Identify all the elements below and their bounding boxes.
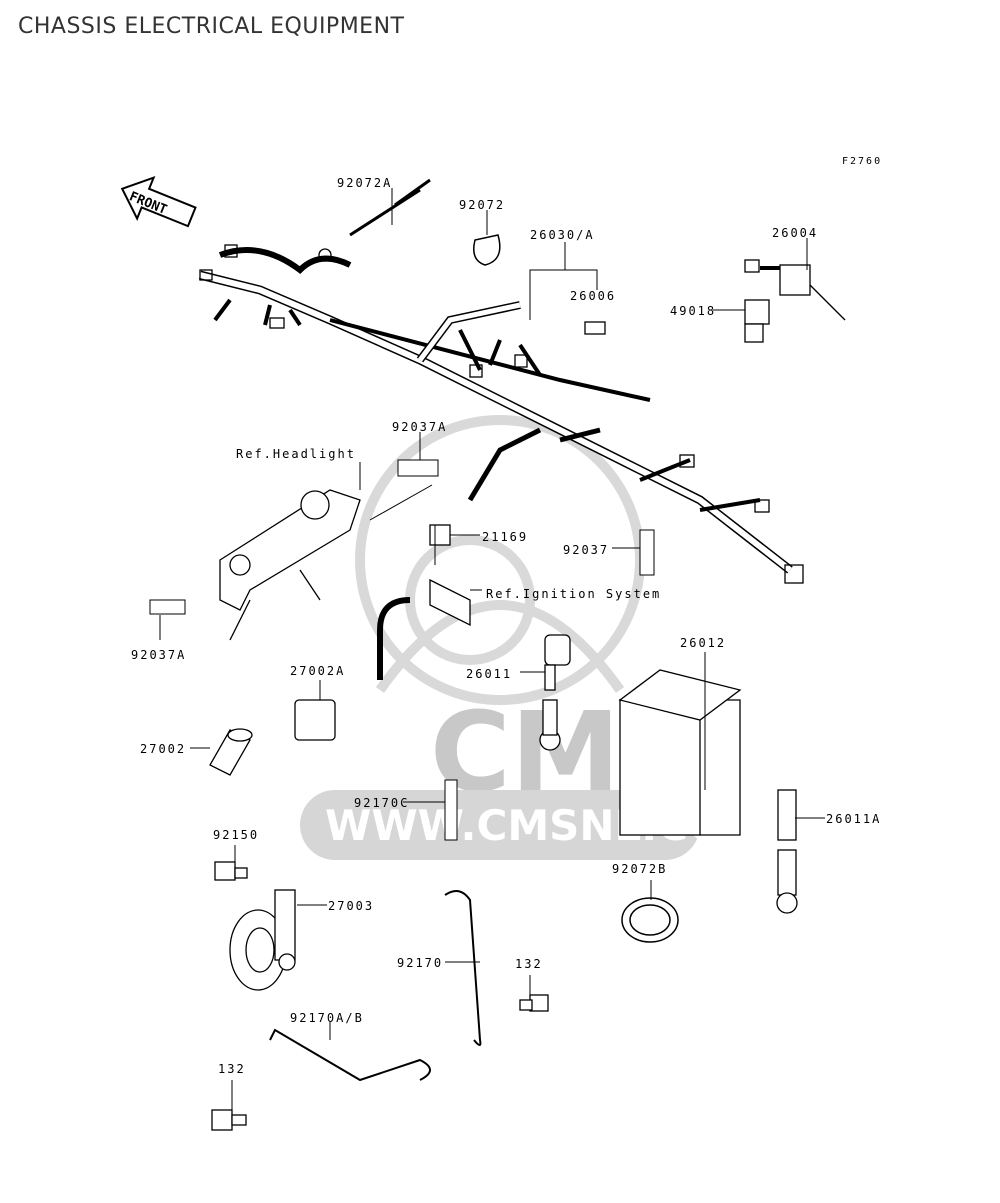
- clamp-92072B: [621, 897, 679, 943]
- page-title: CHASSIS ELECTRICAL EQUIPMENT: [18, 14, 405, 39]
- label-92037: 92037: [563, 543, 610, 557]
- label-92170C: 92170C: [354, 796, 410, 810]
- bolt-132-left: [211, 1109, 247, 1131]
- clamp-92037A-bottom: [149, 599, 186, 615]
- ref-ignition-system: Ref.Ignition System: [486, 587, 662, 601]
- label-27003: 27003: [328, 899, 375, 913]
- horn-27003: [229, 889, 296, 991]
- headlight-bracket: [219, 489, 361, 641]
- label-92170: 92170: [397, 956, 444, 970]
- label-26030A: 26030/A: [530, 228, 595, 242]
- label-49018: 49018: [670, 304, 717, 318]
- wiring-harness: [198, 244, 804, 584]
- bracket-92170: [444, 890, 482, 1046]
- ref-headlight: Ref.Headlight: [236, 447, 356, 461]
- label-132-right: 132: [515, 957, 543, 971]
- front-arrow: [120, 176, 197, 228]
- label-26011: 26011: [466, 667, 513, 681]
- label-27002A: 27002A: [290, 664, 346, 678]
- clamp-92037: [639, 529, 655, 576]
- label-92170AB: 92170A/B: [290, 1011, 364, 1025]
- bracket-92170AB: [269, 1028, 431, 1082]
- clamp-92037A-top: [397, 459, 439, 477]
- label-26006: 26006: [570, 289, 617, 303]
- label-26004: 26004: [772, 226, 819, 240]
- fuse-27002: [209, 728, 253, 776]
- relay-27002A: [294, 699, 336, 741]
- label-92037A-top: 92037A: [392, 420, 448, 434]
- cable-tie-92072A: [349, 178, 431, 237]
- label-92150: 92150: [213, 828, 260, 842]
- label-26011A: 26011A: [826, 812, 882, 826]
- battery-cable-26011: [539, 634, 571, 751]
- relay-49018: [744, 299, 770, 343]
- label-21169: 21169: [482, 530, 529, 544]
- label-132-left: 132: [218, 1062, 246, 1076]
- label-92072A: 92072A: [337, 176, 393, 190]
- relay-26004: [744, 259, 846, 321]
- leader-lines: [159, 188, 825, 1110]
- battery-cable-26011A: [776, 789, 798, 914]
- label-92072: 92072: [459, 198, 506, 212]
- label-26012: 26012: [680, 636, 727, 650]
- label-92037A-bottom: 92037A: [131, 648, 187, 662]
- label-27002: 27002: [140, 742, 187, 756]
- watermark-band: [300, 790, 700, 860]
- label-92072B: 92072B: [612, 862, 668, 876]
- bolt-132-right: [519, 994, 549, 1012]
- figure-code: F2760: [842, 156, 883, 167]
- battery-26012: [618, 669, 742, 836]
- bolt-92150: [214, 861, 248, 881]
- band-92170C: [444, 779, 458, 841]
- band-92072: [473, 234, 501, 266]
